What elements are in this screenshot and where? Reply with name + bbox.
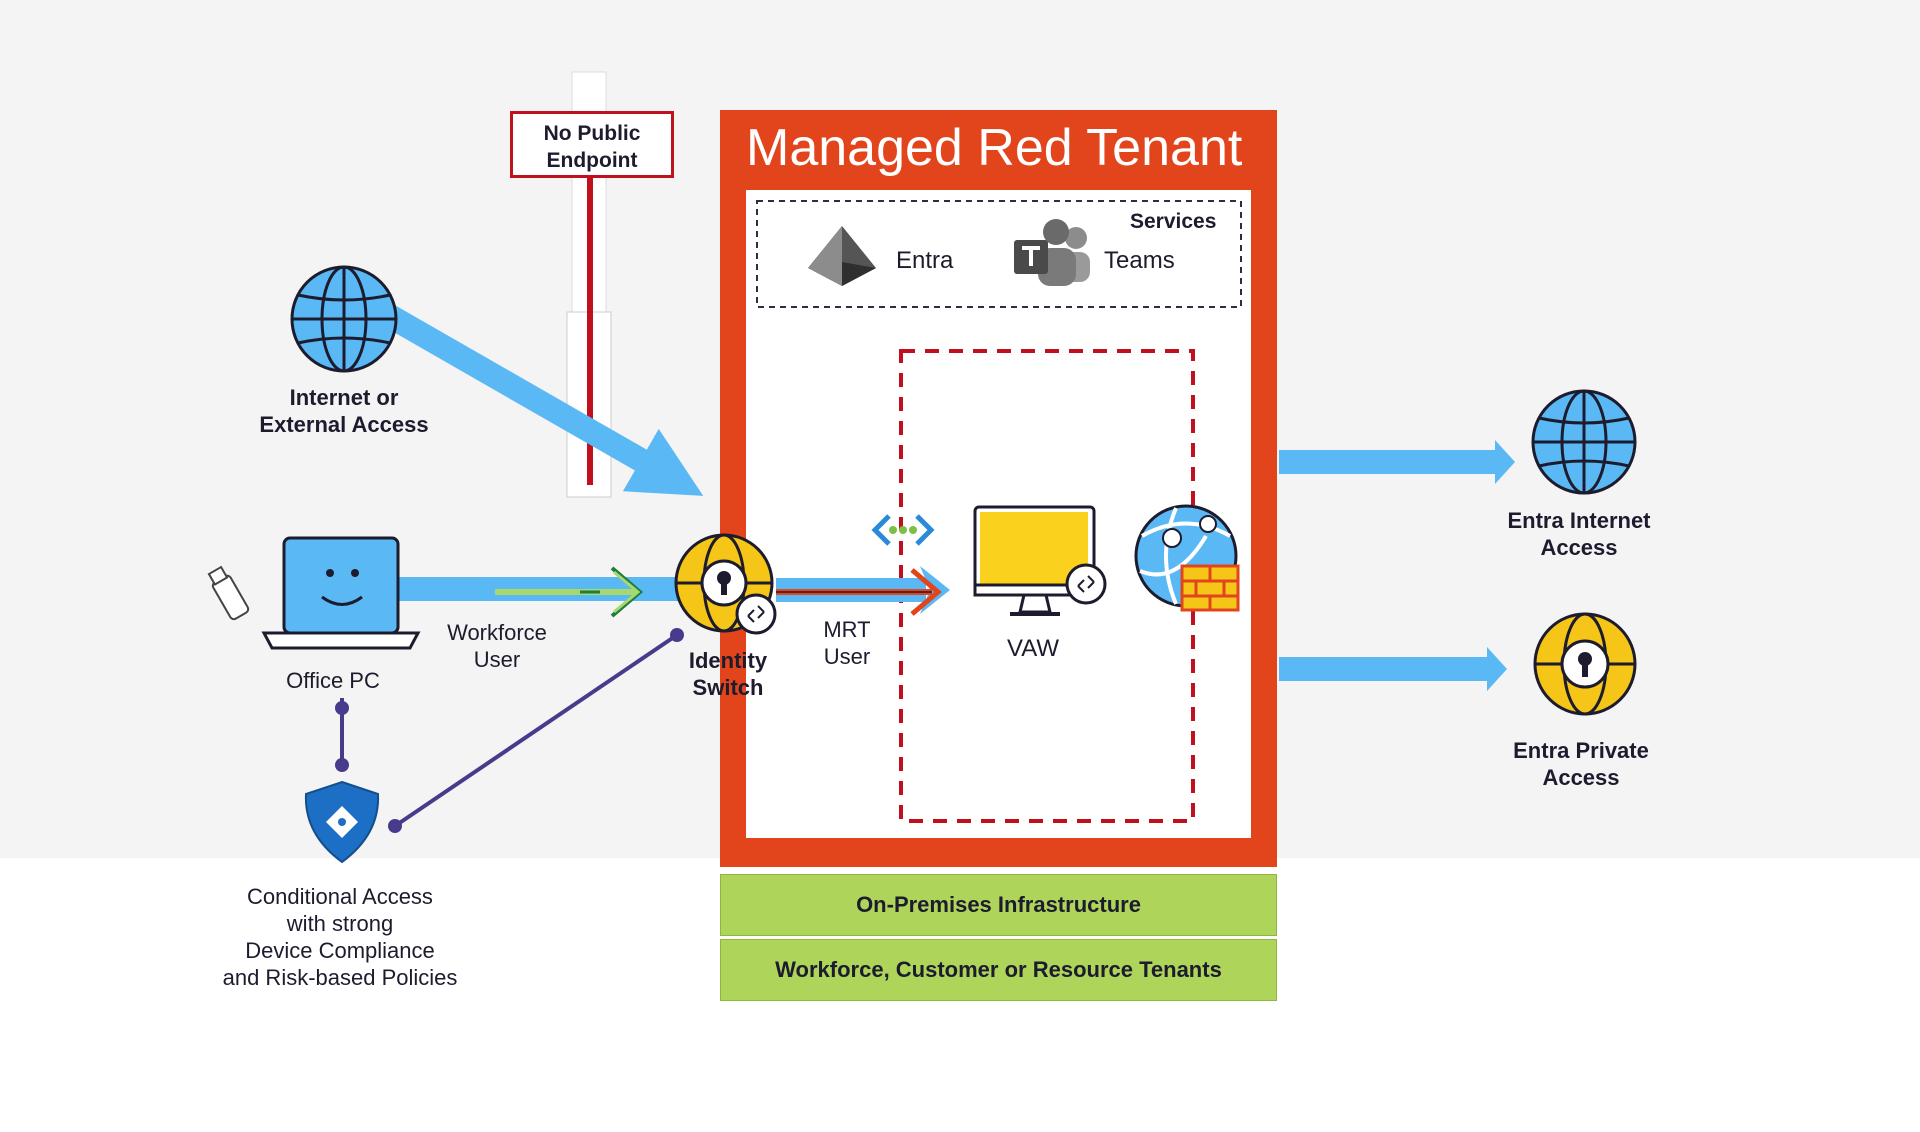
firewall-globe-icon [1134, 504, 1240, 612]
workforce-user-label: Workforce User [427, 619, 567, 673]
globe-icon [290, 265, 398, 373]
internet-label: Internet or External Access [244, 384, 444, 438]
internet-access-arrow [1279, 440, 1515, 484]
entra-icon [808, 226, 876, 286]
internet-arrow [382, 304, 704, 496]
vaw-label: VAW [1007, 635, 1059, 662]
internet-label-line-2: External Access [259, 412, 429, 437]
mrt-user-label: MRT User [797, 616, 897, 670]
workforce-user-line-2: User [473, 647, 521, 672]
conditional-access-line-2: with strong [286, 911, 394, 936]
mrt-arrow [776, 566, 950, 616]
mrt-user-line-1: MRT [823, 617, 871, 642]
usb-icon [207, 565, 250, 621]
conditional-access-line-3: Device Compliance [245, 938, 435, 963]
services-heading: Services [1130, 210, 1217, 233]
identity-switch-line-1: Identity [688, 648, 768, 673]
tenants-bar: Workforce, Customer or Resource Tenants [720, 939, 1277, 1001]
office-pc-label: Office PC [286, 668, 380, 693]
sign-line-1: No Public [543, 122, 641, 145]
identity-switch-label: Identity Switch [668, 647, 788, 701]
vaw-zone [899, 349, 1195, 823]
laptop-icon [261, 536, 421, 650]
internet-label-line-1: Internet or [289, 385, 399, 410]
workforce-arrow [398, 566, 688, 618]
workforce-user-line-1: Workforce [447, 620, 547, 645]
services-box [756, 200, 1242, 308]
entra-private-line-2: Access [1542, 765, 1620, 790]
conditional-access-line-1: Conditional Access [247, 884, 433, 909]
policy-connector [335, 628, 684, 833]
shield-icon [304, 780, 380, 864]
private-access-arrow [1279, 647, 1507, 691]
mrt-user-line-2: User [823, 644, 871, 669]
conditional-access-line-4: and Risk-based Policies [222, 965, 458, 990]
vnet-icon [871, 514, 935, 546]
globe-icon [1531, 389, 1637, 495]
entra-internet-line-2: Access [1540, 535, 1618, 560]
remote-desktop-icon [735, 593, 777, 635]
no-public-endpoint-sign: No Public Endpoint [510, 111, 674, 178]
entra-private-line-1: Entra Private [1513, 738, 1649, 763]
entra-label: Entra [896, 247, 954, 274]
monitor-icon [973, 505, 1107, 616]
tenant-title: Managed Red Tenant [746, 119, 1243, 177]
entra-internet-line-1: Entra Internet [1507, 508, 1651, 533]
sign-line-2: Endpoint [546, 149, 638, 172]
entra-internet-access-label: Entra Internet Access [1489, 507, 1669, 561]
entra-private-access-label: Entra Private Access [1491, 737, 1671, 791]
on-premises-bar: On-Premises Infrastructure [720, 874, 1277, 936]
identity-switch-line-2: Switch [692, 675, 764, 700]
conditional-access-label: Conditional Access with strong Device Co… [210, 883, 470, 991]
teams-label: Teams [1104, 247, 1175, 274]
teams-icon [1014, 219, 1090, 286]
lock-globe-icon [1533, 612, 1637, 716]
